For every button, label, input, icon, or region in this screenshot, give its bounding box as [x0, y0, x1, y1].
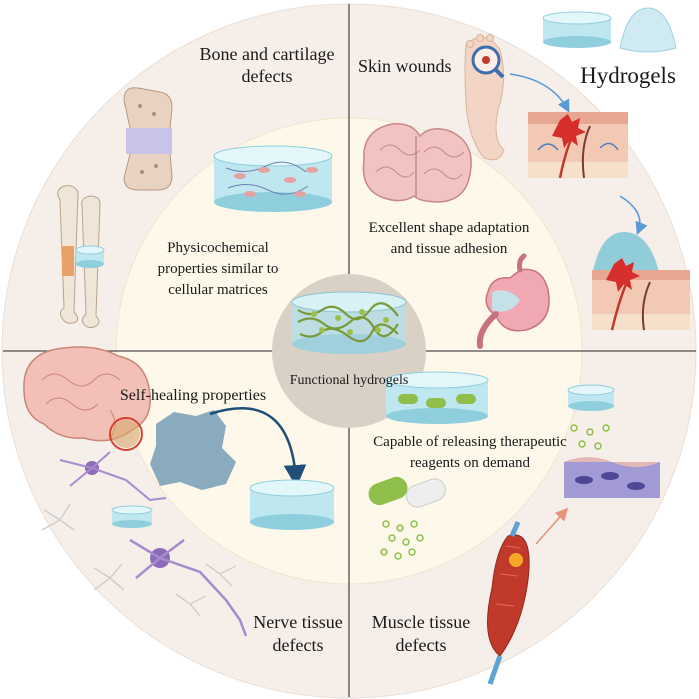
skin-arrow-1 — [509, 73, 570, 113]
joint-icon — [123, 87, 173, 191]
muscle-label-line1: Muscle tissue — [372, 612, 471, 632]
healed-hydrogel-icon — [249, 479, 335, 530]
brain-icon — [362, 123, 472, 203]
release-line2: reagents on demand — [410, 455, 530, 471]
self-healing-arrow — [209, 407, 307, 488]
hydrogel-disc-icon — [542, 11, 612, 48]
center-label: Functional hydrogels — [290, 373, 409, 388]
physico-line3: cellular matrices — [168, 282, 268, 298]
bone-label-line2: defects — [242, 66, 293, 86]
muscle-arrow — [535, 507, 569, 545]
muscle-tissue-icon — [564, 457, 660, 498]
magnifier-icon — [471, 45, 505, 79]
nerve-label-line1: Nerve tissue — [253, 612, 342, 632]
neuron-hydrogel-disc — [111, 505, 153, 528]
release-particles-icon — [570, 424, 610, 450]
shape-line2: and tissue adhesion — [391, 241, 508, 257]
center-hydrogel-icon — [291, 291, 407, 354]
shape-line1: Excellent shape adaptation — [369, 220, 530, 236]
selfheal-label: Self-healing properties — [120, 387, 266, 404]
capsule-hydrogel-icon — [385, 371, 489, 424]
human-brain-icon — [23, 346, 151, 451]
bone-hydrogel-disc — [75, 245, 105, 268]
nerve-label-line2: defects — [273, 635, 324, 655]
stomach-icon — [476, 253, 550, 349]
hydrogel-dome-icon — [619, 7, 677, 53]
small-hydrogel-icon — [567, 384, 615, 411]
release-line1: Capable of releasing therapeutic — [373, 434, 567, 450]
physico-line1: Physicochemical — [167, 240, 269, 256]
skin-label: Skin wounds — [358, 56, 452, 76]
neuron-icon — [41, 451, 248, 637]
capsule-pill-icon — [368, 476, 446, 508]
bone-label-line1: Bone and cartilage — [200, 44, 335, 64]
muscle-icon — [487, 521, 530, 685]
skin-hydrogel-icon — [592, 232, 690, 331]
damaged-hydrogel-icon — [150, 410, 236, 490]
muscle-label-line2: defects — [396, 635, 447, 655]
skin-arrow-2 — [619, 195, 648, 235]
skin-layers-icon — [528, 112, 628, 179]
drug-particles-icon — [380, 520, 424, 560]
cell-hydrogel-icon — [213, 145, 333, 212]
physico-line2: properties similar to — [158, 261, 279, 277]
title: Hydrogels — [580, 63, 676, 88]
